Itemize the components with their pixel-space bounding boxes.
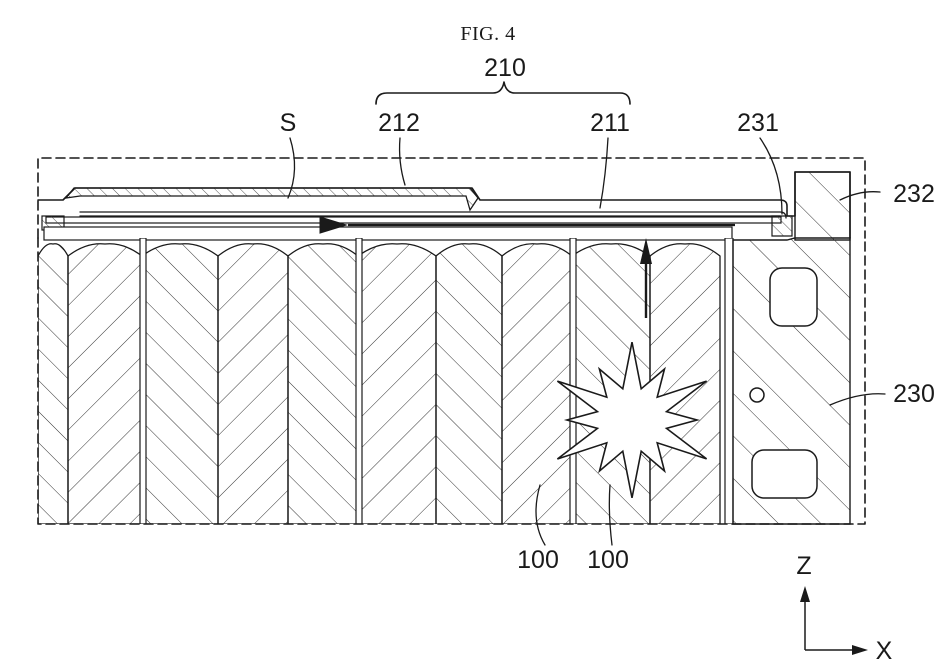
x-axis-label: X [876, 637, 893, 661]
leader-231 [760, 138, 782, 214]
label-210: 210 [484, 54, 526, 82]
z-axis-label: Z [796, 552, 811, 580]
z-axis-head [800, 586, 810, 602]
frame-hole-small [750, 388, 764, 402]
separator-plate [140, 238, 146, 524]
side-frame-232 [795, 172, 850, 240]
battery-cell [288, 244, 358, 524]
plate-211-body [46, 217, 781, 223]
battery-cell [436, 244, 502, 524]
separator-plate [570, 238, 576, 524]
battery-cell [68, 244, 142, 524]
x-axis-head [852, 645, 868, 655]
separator-plate [356, 238, 362, 524]
label-211: 211 [590, 109, 630, 137]
battery-cell [358, 244, 436, 524]
frame-hole-lower [752, 450, 817, 498]
label-100-a: 100 [517, 546, 559, 574]
brace-210 [376, 82, 630, 104]
battery-cell [218, 244, 288, 524]
label-100-b: 100 [587, 546, 629, 574]
figure-title: FIG. 4 [460, 23, 515, 45]
label-212: 212 [378, 109, 420, 137]
battery-cell [142, 244, 218, 524]
label-231: 231 [737, 109, 779, 137]
leader-212 [400, 138, 405, 185]
end-plate [725, 238, 733, 524]
seal-231 [772, 216, 792, 236]
label-230: 230 [893, 380, 935, 408]
battery-cell [38, 244, 68, 524]
label-s: S [280, 109, 297, 137]
guide-rail [44, 227, 732, 240]
cover-plate-212 [66, 188, 478, 210]
leader-211 [600, 138, 608, 208]
label-232: 232 [893, 180, 935, 208]
frame-hole-upper [770, 268, 817, 326]
